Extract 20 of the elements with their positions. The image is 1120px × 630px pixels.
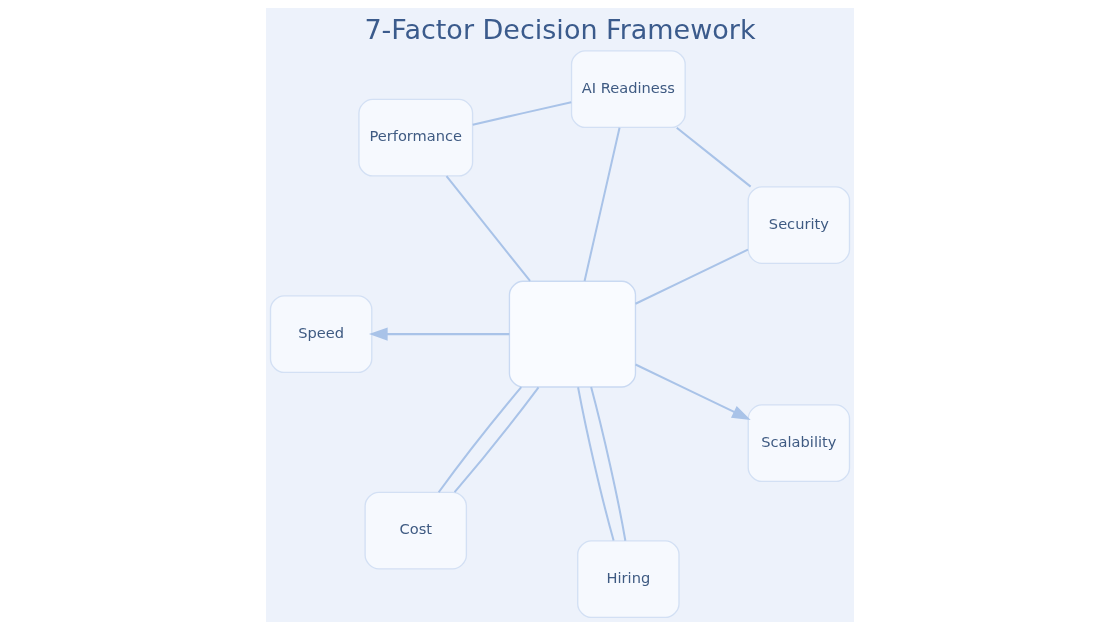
connector (472, 101, 572, 126)
node-box (508, 280, 637, 388)
node-box: Speed (269, 295, 373, 374)
connector (445, 175, 531, 282)
connector (635, 248, 749, 305)
node-box: Cost (364, 491, 468, 570)
node-box: AI Readiness (570, 50, 686, 129)
diagram-title: 7-Factor Decision Framework (364, 13, 756, 45)
arrow (368, 327, 510, 341)
node-box: Security (747, 186, 851, 265)
connector (590, 386, 627, 541)
connector (583, 127, 621, 282)
connector (437, 386, 523, 493)
node-box: Scalability (747, 404, 851, 483)
node-box: Performance (358, 98, 474, 177)
connector (577, 387, 615, 541)
connector (453, 386, 540, 493)
connector (676, 126, 752, 188)
arrow (635, 363, 751, 420)
node-box: Hiring (577, 540, 680, 619)
